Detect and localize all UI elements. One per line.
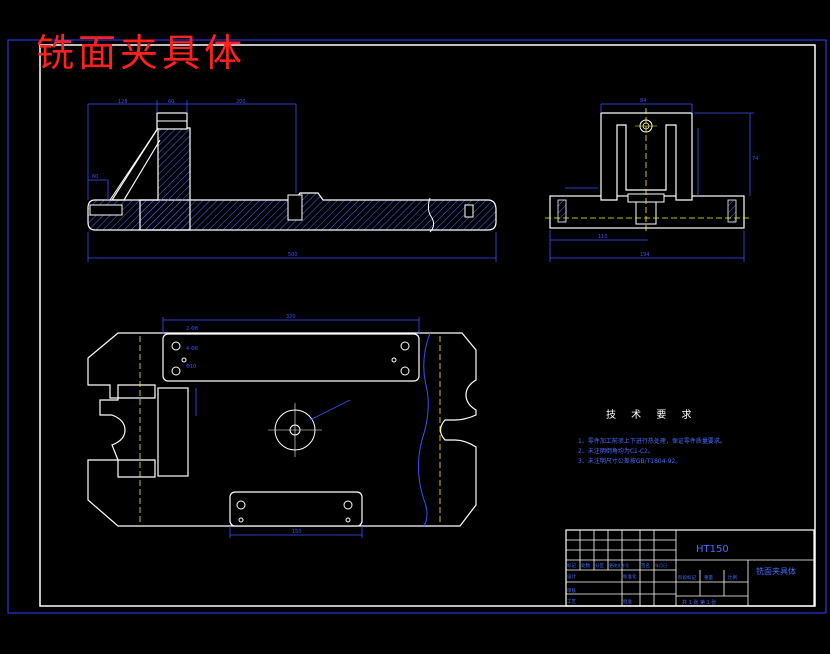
tb-header-0: 标记 <box>567 562 576 569</box>
dim-plan-top: 320 <box>286 314 296 320</box>
dim-front-overall: 500 <box>288 252 298 258</box>
technical-requirement-1: 1、零件加工前须上下进行热处理，保证零件质量要求。 <box>578 438 726 445</box>
dim-plan-hole-2: 4-Φ8 <box>186 346 198 352</box>
inner-border <box>39 44 816 607</box>
dim-side-height: 74 <box>752 156 758 162</box>
front-view: 128 60 200 500 60 <box>87 99 497 262</box>
tb-row-4: 批准 <box>623 598 632 605</box>
tb-header-3: 更改文件号 <box>609 562 629 568</box>
tb-row-1: 标准化 <box>623 573 637 580</box>
tb-header-1: 处数 <box>581 562 590 569</box>
dim-side-inner: 110 <box>598 234 608 240</box>
technical-requirement-2: 2、未注明倒角均为C1-C2。 <box>578 448 654 455</box>
drawing-title: 铣面夹具体 <box>36 31 247 75</box>
title-block-sheet-info: 共 1 张 第 1 张 <box>682 599 716 606</box>
outer-border <box>7 39 827 614</box>
dim-side-top: 84 <box>640 98 646 104</box>
title-block <box>565 529 815 607</box>
tb-stage-0: 阶段标记 <box>678 574 696 581</box>
dim-plan-hole-1: 2-Φ8 <box>186 326 198 332</box>
tb-header-4: 签名 <box>641 562 650 569</box>
tb-stage-2: 比例 <box>728 574 737 581</box>
dim-plan-hole-3: Φ10 <box>186 364 196 370</box>
tb-row-3: 工艺 <box>567 599 576 605</box>
tb-stage-1: 重量 <box>704 574 713 581</box>
tb-row-2: 审核 <box>567 587 576 594</box>
technical-requirements-heading: 技 术 要 求 <box>606 410 698 421</box>
tb-row-0: 设计 <box>567 573 576 580</box>
side-view: 194 110 84 74 <box>545 98 758 262</box>
dim-front-top-3: 200 <box>236 99 246 105</box>
title-block-part-name: 铣面夹具体 <box>756 566 796 576</box>
dim-plan-bottom: 150 <box>292 529 302 535</box>
tb-header-2: 分区 <box>595 562 604 569</box>
tb-header-5: 年月日 <box>655 562 667 568</box>
dim-front-left-height: 60 <box>92 174 98 180</box>
dim-front-top-1: 128 <box>118 99 128 105</box>
dim-side-overall: 194 <box>640 252 650 258</box>
technical-requirement-3: 3、未注明尺寸公差按GB/T1804-92。 <box>578 458 682 465</box>
plan-view: 320 150 2-Φ8 4-Φ8 Φ10 <box>87 314 477 538</box>
dim-front-top-2: 60 <box>168 99 174 105</box>
title-block-code: HT150 <box>696 544 729 555</box>
